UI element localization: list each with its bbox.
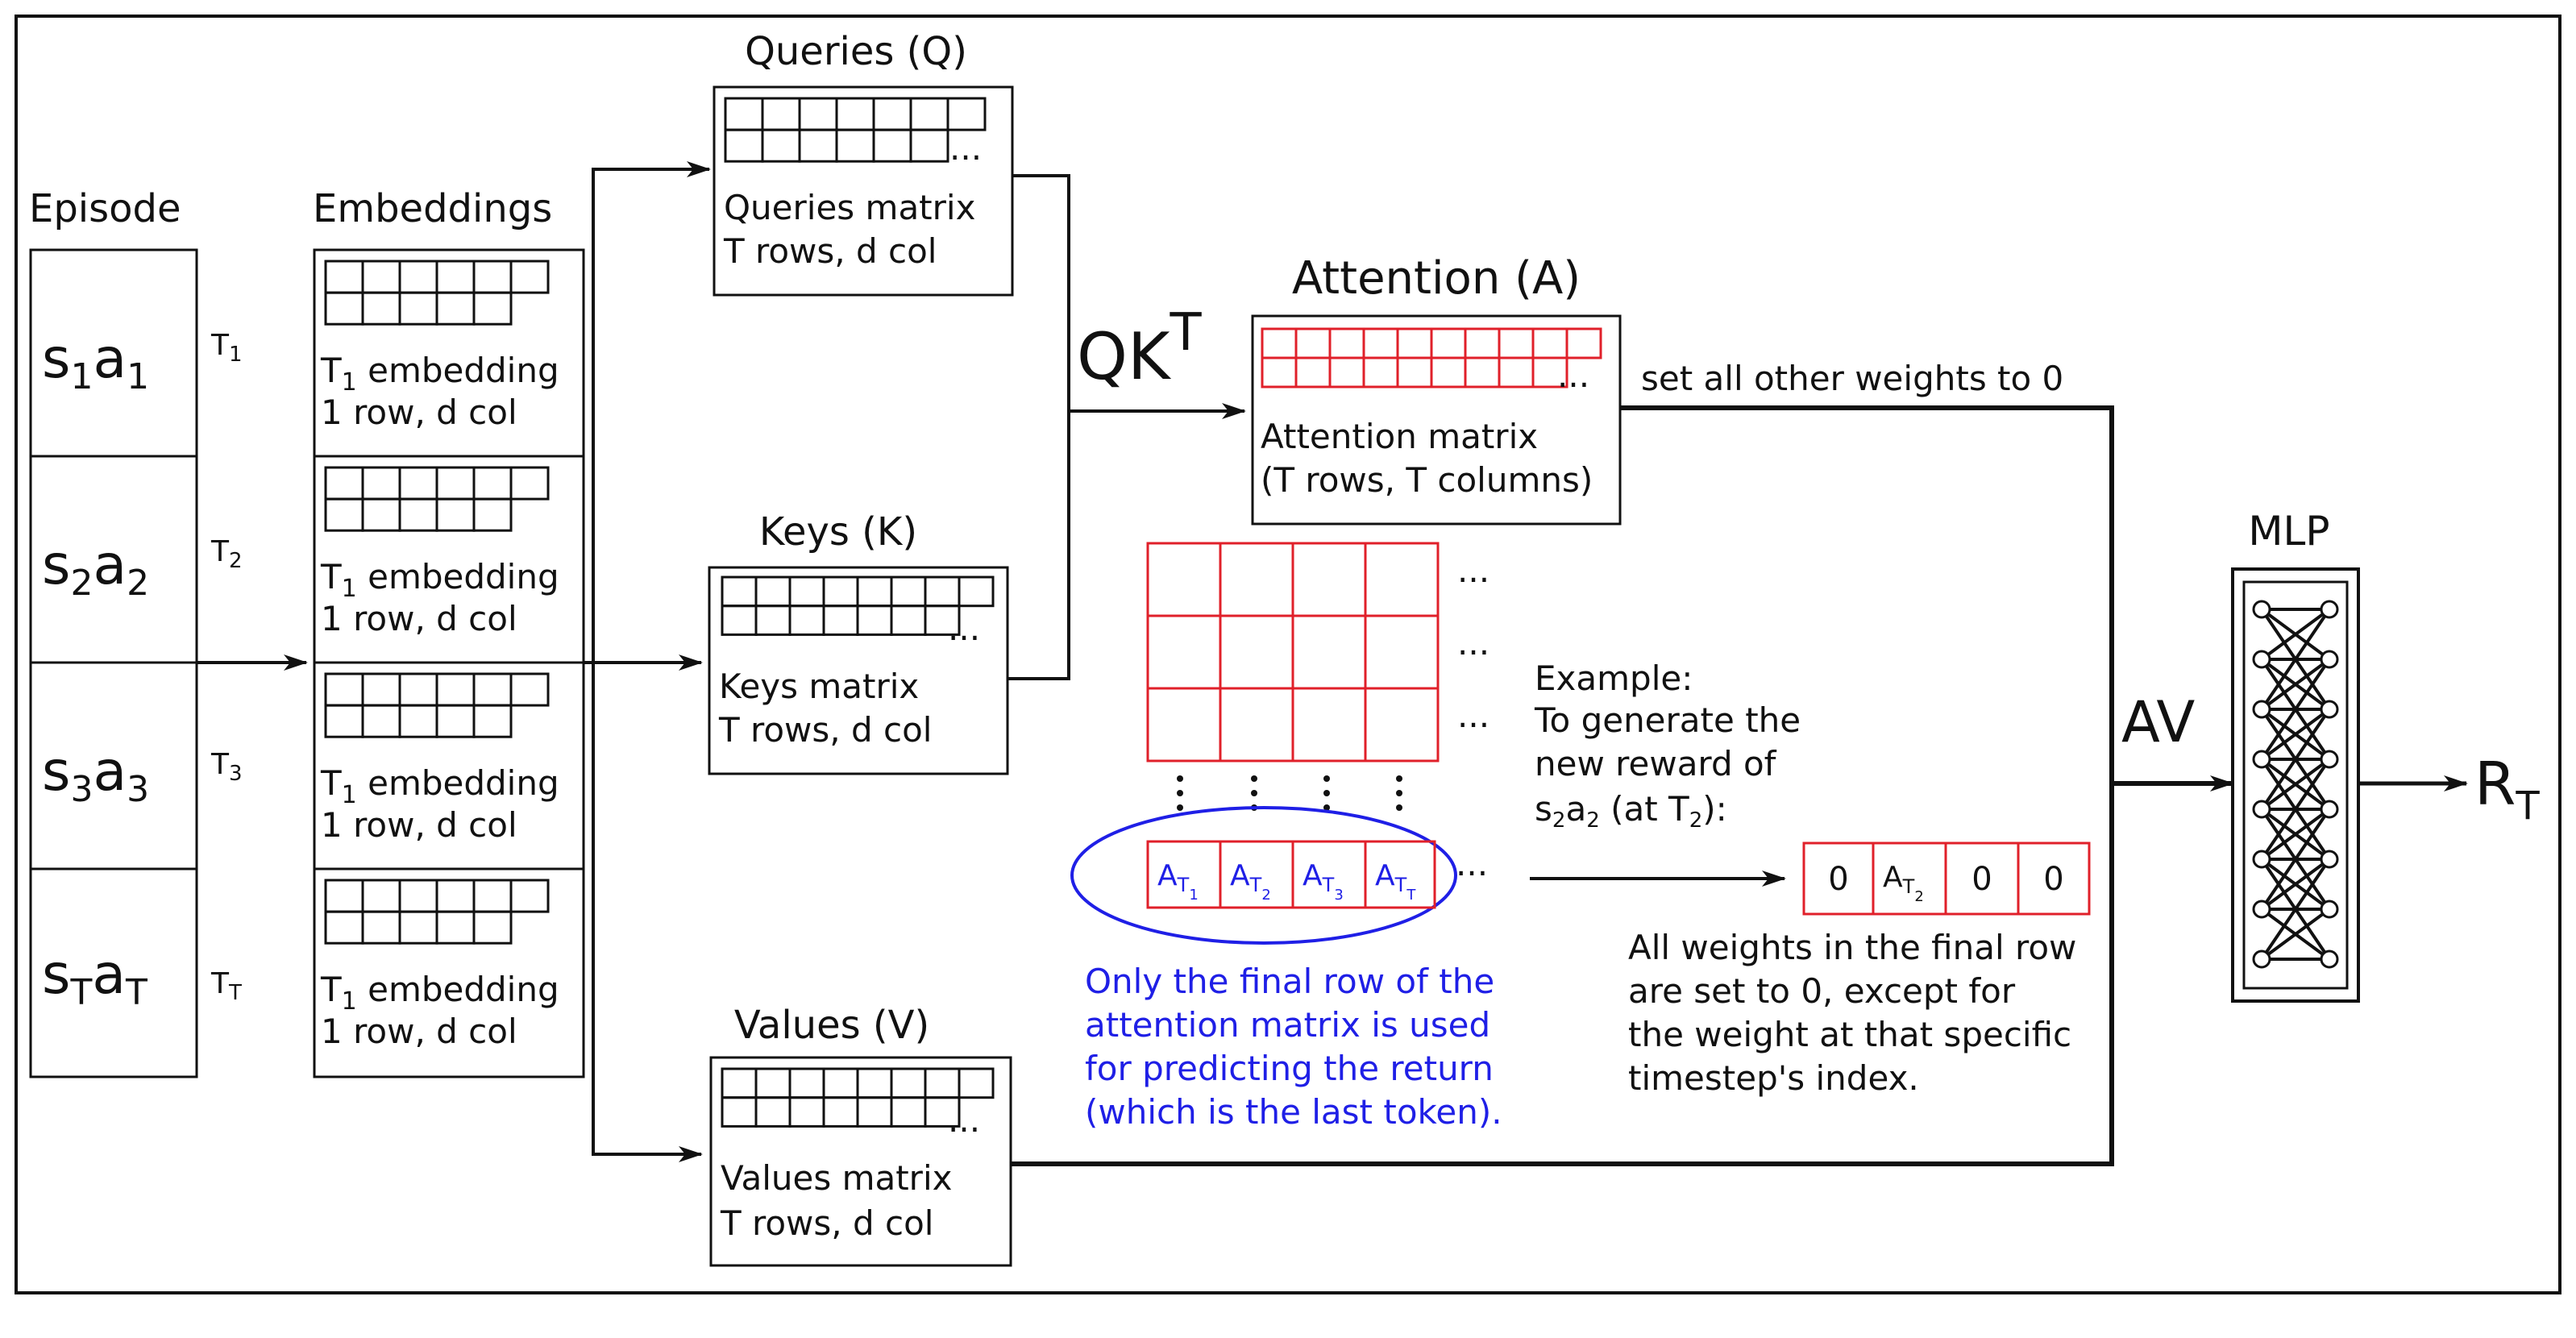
svg-text:T2: T2	[210, 535, 243, 573]
vertical-ellipses	[1177, 775, 1402, 811]
example-explanation-3: the weight at that specific	[1628, 1015, 2071, 1054]
final-row-note-4: (which is the last token).	[1085, 1092, 1502, 1132]
keys-ellipsis: ...	[948, 609, 980, 648]
svg-text:T1: T1	[210, 329, 243, 367]
final-row-note-3: for predicting the return	[1085, 1049, 1494, 1088]
final-row-highlight	[1070, 806, 1457, 945]
example-line-3: new reward of	[1535, 744, 1777, 783]
attention-matrix-grid	[1146, 542, 1440, 762]
episode-row-4: sTaT TT	[42, 943, 242, 1013]
final-row-cell-2: AT2	[1230, 859, 1271, 904]
keys-line2: T rows, d col	[718, 710, 932, 750]
attention-to-av-line	[1011, 405, 2234, 1166]
final-row-note-1: Only the final row of the	[1085, 962, 1494, 1001]
queries-box	[713, 85, 1014, 297]
values-ellipsis: ...	[948, 1100, 980, 1140]
svg-text:s1a1: s1a1	[42, 327, 149, 397]
final-row-note-2: attention matrix is used	[1085, 1005, 1490, 1045]
matrix-icon	[324, 879, 550, 945]
qk-merge-lines	[1008, 174, 1246, 680]
queries-ellipsis: ...	[949, 128, 982, 168]
example-line-4: s2a2 (at T2):	[1535, 789, 1727, 833]
attention-box	[1251, 314, 1622, 526]
mlp-title: MLP	[2248, 508, 2329, 555]
episode-row-1: s1a1 T1	[42, 327, 243, 397]
example-line-1: Example:	[1535, 659, 1693, 698]
embeddings-branch-arrows	[584, 161, 711, 1162]
matrix-icon	[721, 1067, 995, 1128]
queries-line2: T rows, d col	[723, 231, 937, 271]
set-weights-label: set all other weights to 0	[1641, 359, 2063, 398]
episode-row-3: s3a3 T3	[42, 740, 243, 810]
example-cell-3: 0	[1971, 861, 1992, 898]
svg-text:1 row, d col: 1 row, d col	[321, 1012, 517, 1051]
keys-line1: Keys matrix	[719, 667, 919, 706]
svg-text:ATT: ATT	[1375, 859, 1416, 904]
embeddings-title: Embeddings	[313, 186, 552, 231]
keys-title: Keys (K)	[759, 509, 917, 555]
example-explanation-4: timestep's index.	[1628, 1058, 1919, 1098]
matrix-icon	[324, 260, 550, 326]
values-line1: Values matrix	[721, 1158, 952, 1198]
av-label: AV	[2121, 689, 2195, 755]
embedding-item-3: T1 embedding 1 row, d col	[320, 672, 559, 845]
embedding-item-4: T1 embedding 1 row, d col	[320, 879, 559, 1051]
svg-text:TT: TT	[210, 967, 242, 1005]
episode-title: Episode	[29, 186, 181, 231]
embedding-item-2: T1 embedding 1 row, d col	[320, 466, 559, 638]
keys-box	[708, 566, 1009, 775]
queries-line1: Queries matrix	[724, 188, 975, 227]
svg-text:1 row, d col: 1 row, d col	[321, 393, 517, 432]
svg-text:sTaT: sTaT	[42, 943, 147, 1013]
final-row-ellipsis: ...	[1456, 844, 1488, 883]
example-line-2: To generate the	[1534, 700, 1801, 740]
svg-text:1 row, d col: 1 row, d col	[321, 805, 517, 845]
svg-text:s3a3: s3a3	[42, 740, 149, 810]
final-row-cell-3: AT3	[1303, 859, 1344, 904]
example-cell-2: AT2	[1883, 861, 1924, 905]
svg-text:T1 embedding: T1 embedding	[320, 351, 559, 397]
embedding-item-1: T1 embedding 1 row, d col	[320, 260, 559, 432]
output-label: RT	[2474, 750, 2540, 829]
svg-text:AT2: AT2	[1230, 859, 1271, 904]
svg-text:T3: T3	[210, 748, 243, 786]
row2-ellipsis: ...	[1457, 623, 1490, 663]
row3-ellipsis: ...	[1457, 696, 1490, 735]
matrix-icon	[724, 97, 987, 163]
matrix-icon	[721, 576, 995, 636]
attention-mini-grid	[1261, 327, 1602, 389]
example-cell-1: 0	[1828, 861, 1848, 898]
svg-text:s2a2: s2a2	[42, 534, 149, 604]
svg-text:T1 embedding: T1 embedding	[320, 557, 559, 603]
svg-text:AT1: AT1	[1157, 859, 1199, 904]
final-row-cell-4: ATT	[1375, 859, 1416, 904]
matrix-icon	[324, 466, 550, 532]
row1-ellipsis: ...	[1457, 551, 1490, 590]
attention-line1: Attention matrix	[1261, 417, 1538, 456]
qkt-label: QKT	[1077, 303, 1202, 394]
values-line2: T rows, d col	[720, 1203, 933, 1243]
svg-text:1 row, d col: 1 row, d col	[321, 599, 517, 638]
attention-ellipsis: ...	[1557, 355, 1589, 395]
matrix-icon	[324, 672, 550, 738]
attention-title: Attention (A)	[1292, 252, 1581, 305]
episode-row-2: s2a2 T2	[42, 534, 243, 604]
example-explanation-2: are set to 0, except for	[1628, 971, 2016, 1011]
final-row-cell-1: AT1	[1157, 859, 1199, 904]
values-title: Values (V)	[734, 1003, 929, 1048]
queries-title: Queries (Q)	[745, 29, 967, 74]
outer-frame	[15, 15, 2561, 1294]
mlp-network	[2252, 600, 2339, 969]
example-explanation-1: All weights in the final row	[1628, 928, 2076, 967]
example-cell-4: 0	[2043, 861, 2063, 898]
svg-text:AT2: AT2	[1883, 861, 1924, 905]
svg-text:T1 embedding: T1 embedding	[320, 763, 559, 809]
svg-text:AT3: AT3	[1303, 859, 1344, 904]
svg-text:T1 embedding: T1 embedding	[320, 970, 559, 1016]
attention-line2: (T rows, T columns)	[1261, 460, 1593, 500]
